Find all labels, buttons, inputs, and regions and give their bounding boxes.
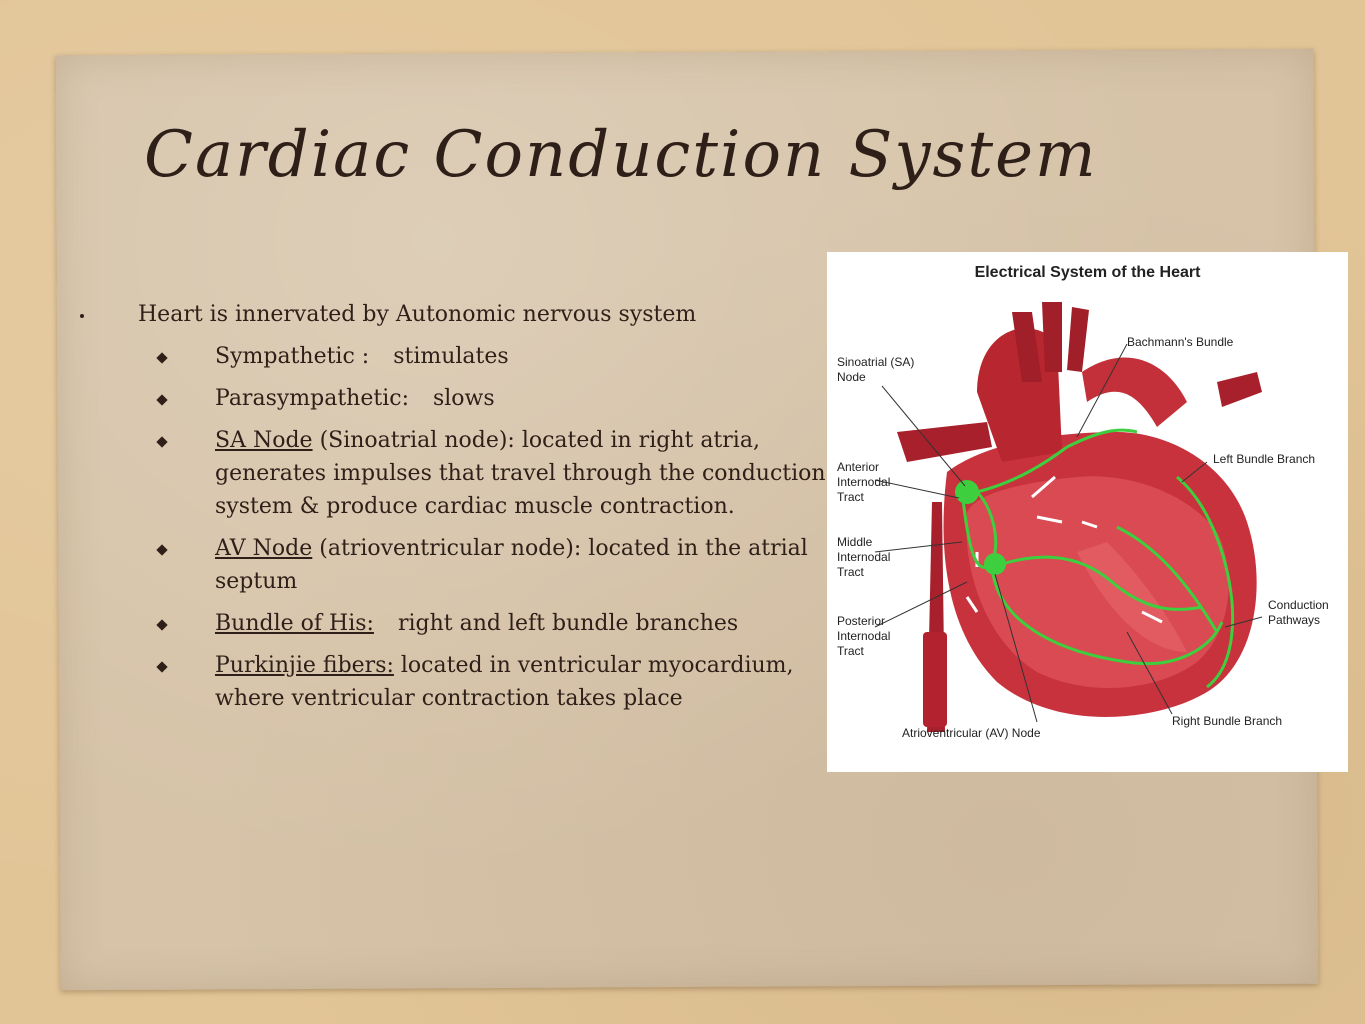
- item-text: (Sinoatrial node): located in right atri…: [215, 428, 826, 519]
- diamond-bullet-icon: [156, 436, 168, 448]
- list-item: Purkinjie fibers: located in ventricular…: [80, 649, 830, 715]
- list-item: AV Node (atrioventricular node): located…: [80, 532, 830, 598]
- item-term: Sympathetic :: [215, 344, 370, 369]
- label-anterior: Anterior Internodal Tract: [837, 460, 891, 504]
- heart-diagram: Electrical System of the Heart Sinoatria…: [827, 252, 1348, 772]
- item-text: (atrioventricular node): located in the …: [215, 536, 808, 594]
- item-term: AV Node: [215, 536, 313, 561]
- heart-illustration: [874, 302, 1263, 732]
- list-item: Parasympathetic: slows: [80, 382, 830, 415]
- label-sa-node: Sinoatrial (SA) Node: [837, 355, 915, 384]
- label-posterior: Posterior Internodal Tract: [837, 614, 891, 658]
- list-item: Sympathetic : stimulates: [80, 340, 830, 373]
- item-text: located in ventricular myocardium, where…: [215, 653, 794, 711]
- label-av-node: Atrioventricular (AV) Node: [902, 726, 1041, 740]
- label-conduction: Conduction Pathways: [1268, 598, 1329, 627]
- item-term: Parasympathetic:: [215, 386, 409, 411]
- label-left-bundle: Left Bundle Branch: [1213, 452, 1316, 466]
- list-item: Bundle of His: right and left bundle bran…: [80, 607, 830, 640]
- diamond-bullet-icon: [156, 394, 168, 406]
- diamond-bullet-icon: [156, 661, 168, 673]
- label-right-bundle: Right Bundle Branch: [1172, 714, 1283, 728]
- item-text: right and left bundle branches: [397, 611, 739, 636]
- diamond-bullet-icon: [156, 352, 168, 364]
- item-term: Bundle of His:: [215, 611, 374, 636]
- label-middle: Middle Internodal Tract: [837, 535, 891, 579]
- label-bachmann: Bachmann's Bundle: [1127, 335, 1234, 349]
- bullet-list: Heart is innervated by Autonomic nervous…: [80, 300, 830, 724]
- slide-title: Cardiac Conduction System: [144, 118, 1098, 192]
- list-item: SA Node (Sinoatrial node): located in ri…: [80, 424, 830, 523]
- item-text: stimulates: [393, 344, 509, 369]
- bullet-main: Heart is innervated by Autonomic nervous…: [80, 300, 830, 330]
- item-term: Purkinjie fibers:: [215, 653, 394, 678]
- diamond-bullet-icon: [156, 619, 168, 631]
- bullet-dot-icon: [80, 314, 84, 318]
- figure-title: Electrical System of the Heart: [974, 264, 1201, 281]
- item-text: slows: [432, 386, 495, 411]
- sub-bullet-list: Sympathetic : stimulates Parasympathetic:…: [80, 340, 830, 715]
- bullet-main-text: Heart is innervated by Autonomic nervous…: [138, 302, 697, 327]
- diamond-bullet-icon: [156, 544, 168, 556]
- item-term: SA Node: [215, 428, 313, 453]
